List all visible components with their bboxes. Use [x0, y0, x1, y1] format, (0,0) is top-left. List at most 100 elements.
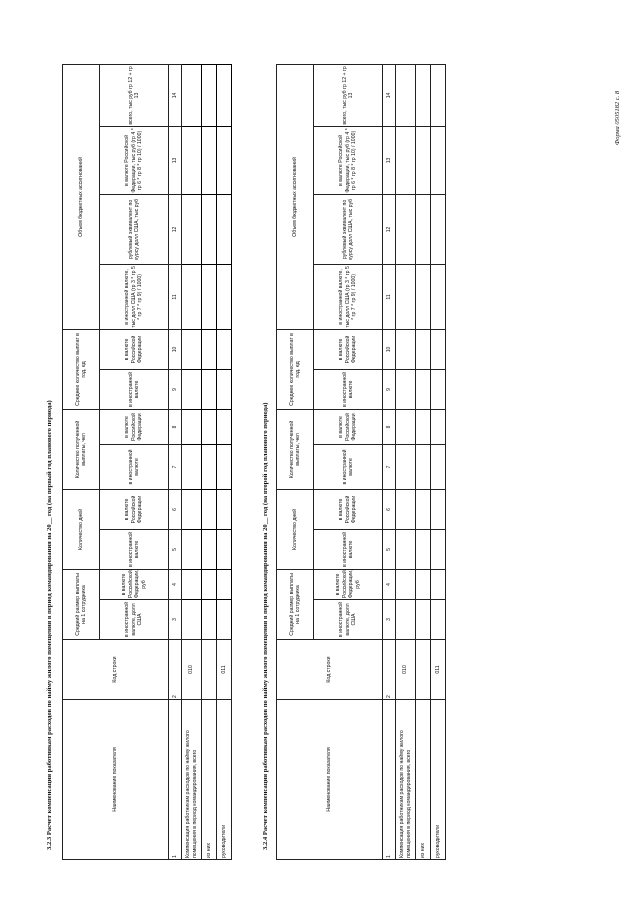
- header-group: Среднее количество выплат в год, ед: [62, 329, 100, 410]
- data-cell[interactable]: [181, 569, 202, 600]
- header-name: Наименование показателя: [276, 699, 383, 860]
- data-cell[interactable]: [415, 329, 431, 370]
- header-sub: в иностранной валюте: [313, 444, 383, 490]
- data-cell[interactable]: [201, 126, 217, 195]
- data-cell[interactable]: [181, 126, 202, 195]
- column-number: 9: [168, 369, 182, 410]
- data-cell[interactable]: [395, 599, 416, 640]
- data-cell[interactable]: [430, 329, 446, 370]
- data-cell[interactable]: [430, 64, 446, 127]
- data-cell[interactable]: [395, 489, 416, 530]
- data-cell[interactable]: [430, 264, 446, 330]
- data-cell[interactable]: [201, 264, 217, 330]
- data-cell[interactable]: [430, 444, 446, 490]
- data-cell[interactable]: [181, 409, 202, 445]
- data-cell[interactable]: [415, 599, 431, 640]
- column-number: 3: [382, 599, 396, 640]
- header-group: Средний размер выплаты на 1 сотрудника: [276, 569, 314, 640]
- header-sub: в иностранной валюте: [313, 369, 383, 410]
- data-cell[interactable]: [181, 599, 202, 640]
- row-code: [415, 639, 431, 700]
- data-cell[interactable]: [201, 489, 217, 530]
- data-cell[interactable]: [181, 444, 202, 490]
- data-cell[interactable]: [181, 529, 202, 570]
- column-number: 4: [382, 569, 396, 600]
- data-cell[interactable]: [216, 569, 232, 600]
- data-cell[interactable]: [430, 599, 446, 640]
- header-group: Объем бюджетных ассигнований: [276, 64, 314, 330]
- data-cell[interactable]: [415, 409, 431, 445]
- data-cell[interactable]: [415, 529, 431, 570]
- data-cell[interactable]: [181, 489, 202, 530]
- data-cell[interactable]: [201, 569, 217, 600]
- column-number: 8: [382, 409, 396, 445]
- data-cell[interactable]: [395, 369, 416, 410]
- data-cell[interactable]: [395, 64, 416, 127]
- data-cell[interactable]: [415, 444, 431, 490]
- data-cell[interactable]: [201, 529, 217, 570]
- data-cell[interactable]: [430, 369, 446, 410]
- data-cell[interactable]: [201, 369, 217, 410]
- data-cell[interactable]: [216, 126, 232, 195]
- header-group: Количество дней: [276, 489, 314, 570]
- data-cell[interactable]: [201, 444, 217, 490]
- data-cell[interactable]: [395, 444, 416, 490]
- data-cell[interactable]: [181, 329, 202, 370]
- data-cell[interactable]: [395, 194, 416, 265]
- data-cell[interactable]: [395, 409, 416, 445]
- column-number: 1: [382, 699, 396, 860]
- data-cell[interactable]: [430, 409, 446, 445]
- data-cell[interactable]: [395, 569, 416, 600]
- data-cell[interactable]: [181, 194, 202, 265]
- data-cell[interactable]: [430, 194, 446, 265]
- data-cell[interactable]: [201, 409, 217, 445]
- data-cell[interactable]: [216, 329, 232, 370]
- header-group: Количество полученной выплаты, чел: [62, 409, 100, 490]
- data-cell[interactable]: [216, 369, 232, 410]
- data-cell[interactable]: [216, 599, 232, 640]
- data-cell[interactable]: [216, 409, 232, 445]
- data-cell[interactable]: [395, 329, 416, 370]
- row-code: 011: [216, 639, 232, 700]
- data-cell[interactable]: [216, 264, 232, 330]
- data-cell[interactable]: [415, 64, 431, 127]
- data-cell[interactable]: [415, 369, 431, 410]
- data-cell[interactable]: [430, 569, 446, 600]
- header-sub: в иностранной валюте, тыс долл США (гр 3…: [313, 264, 383, 330]
- data-cell[interactable]: [415, 264, 431, 330]
- header-sub: в иностранной валюте, тыс долл США (гр 3…: [99, 264, 169, 330]
- data-cell[interactable]: [415, 489, 431, 530]
- row-name: руководители: [216, 699, 232, 860]
- data-cell[interactable]: [430, 489, 446, 530]
- data-cell[interactable]: [181, 264, 202, 330]
- header-sub: в валюте Российской Федерации: [313, 489, 383, 530]
- data-cell[interactable]: [216, 194, 232, 265]
- data-cell[interactable]: [395, 529, 416, 570]
- data-cell[interactable]: [430, 529, 446, 570]
- column-number: 11: [168, 264, 182, 330]
- column-number: 8: [168, 409, 182, 445]
- data-cell[interactable]: [216, 489, 232, 530]
- data-cell[interactable]: [395, 264, 416, 330]
- header-group: Средний размер выплаты на 1 сотрудника: [62, 569, 100, 640]
- data-cell[interactable]: [201, 64, 217, 127]
- row-code: [201, 639, 217, 700]
- data-cell[interactable]: [415, 126, 431, 195]
- header-sub: в иностранной валюте: [99, 529, 169, 570]
- data-cell[interactable]: [216, 64, 232, 127]
- data-cell[interactable]: [415, 569, 431, 600]
- header-sub: в иностранной валюте: [313, 529, 383, 570]
- row-name: Компенсация работникам расходов по найму…: [181, 699, 202, 860]
- data-cell[interactable]: [201, 194, 217, 265]
- column-number: 12: [382, 194, 396, 265]
- data-cell[interactable]: [216, 529, 232, 570]
- data-cell[interactable]: [216, 444, 232, 490]
- data-cell[interactable]: [201, 599, 217, 640]
- data-cell[interactable]: [430, 126, 446, 195]
- data-cell[interactable]: [415, 194, 431, 265]
- data-cell[interactable]: [181, 64, 202, 127]
- data-cell[interactable]: [201, 329, 217, 370]
- data-cell[interactable]: [395, 126, 416, 195]
- data-cell[interactable]: [181, 369, 202, 410]
